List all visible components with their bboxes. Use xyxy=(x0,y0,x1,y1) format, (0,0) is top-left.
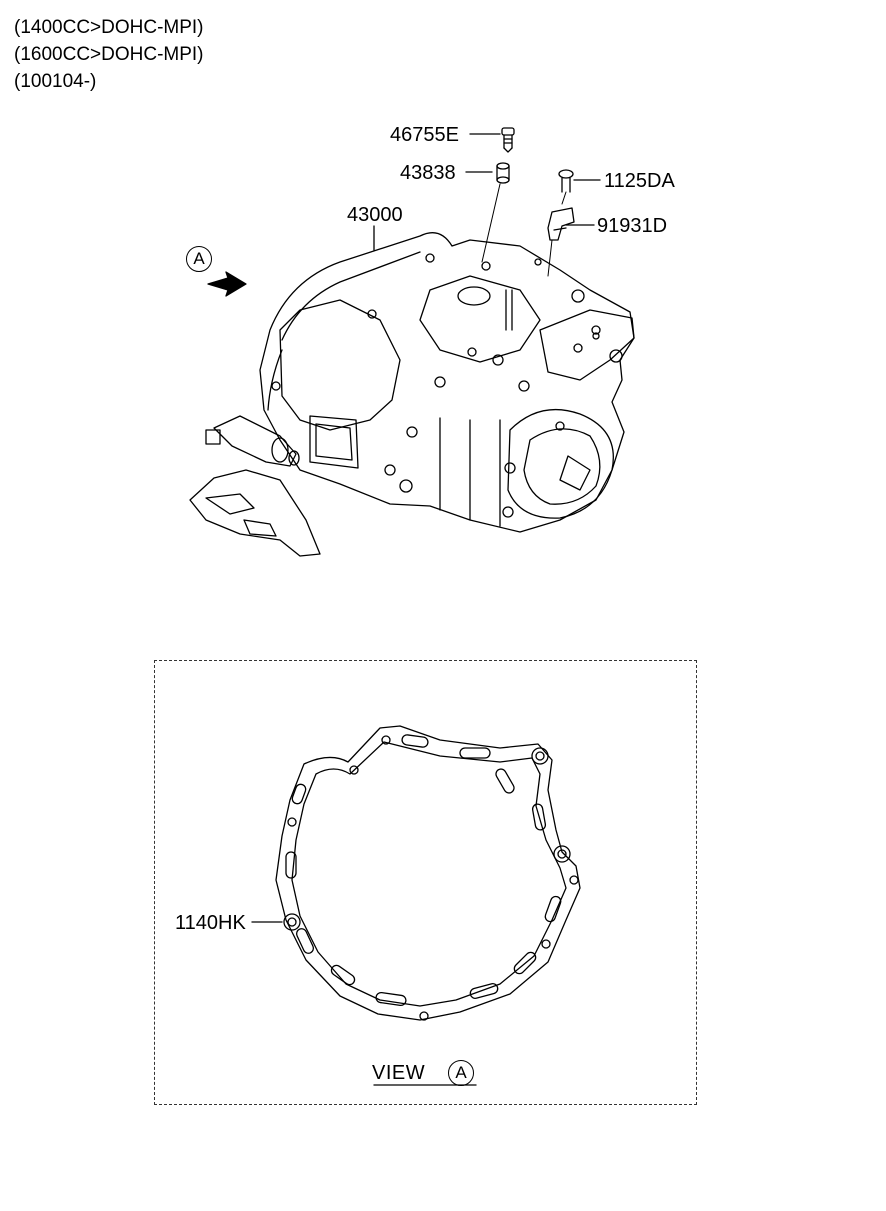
view-a-caption: VIEW xyxy=(372,1062,425,1085)
bolt-1125DA-icon xyxy=(558,169,574,205)
label-43838[interactable]: 43838 xyxy=(400,162,456,184)
label-43000[interactable]: 43000 xyxy=(347,204,403,226)
view-ref-circle-a: A xyxy=(186,246,212,272)
applicability-header: (1400CC>DOHC-MPI) (1600CC>DOHC-MPI) (100… xyxy=(14,14,204,95)
transaxle-body xyxy=(189,232,635,557)
view-a-frame xyxy=(154,660,697,1105)
header-line-1: (1400CC>DOHC-MPI) xyxy=(14,17,204,38)
gasket-plate xyxy=(275,725,581,1021)
label-1140HK[interactable]: 1140HK xyxy=(175,912,246,934)
pin-43838-icon xyxy=(481,162,510,263)
bracket-91931D-icon xyxy=(547,207,575,277)
view-label-text: VIEW xyxy=(372,1062,426,1084)
label-1125DA[interactable]: 1125DA xyxy=(604,170,675,192)
header-line-2: (1600CC>DOHC-MPI) xyxy=(14,44,204,65)
bolt-46755E-icon xyxy=(501,127,515,153)
header-line-3: (100104-) xyxy=(14,71,97,92)
view-direction-arrow xyxy=(207,271,247,297)
label-46755E[interactable]: 46755E xyxy=(390,124,459,146)
label-91931D[interactable]: 91931D xyxy=(597,215,668,237)
